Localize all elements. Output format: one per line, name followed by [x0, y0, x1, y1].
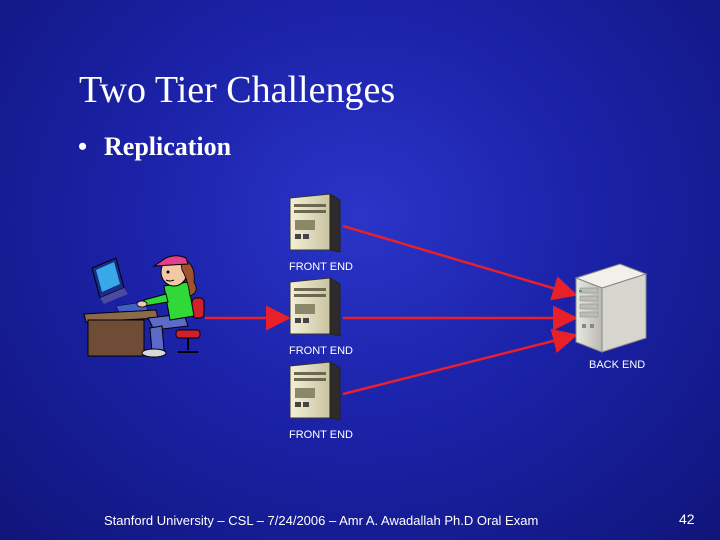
- bullet-text: Replication: [104, 132, 232, 161]
- front-end-label-2: FRONT END: [289, 345, 353, 357]
- back-end-label: BACK END: [589, 359, 646, 371]
- arrow-front-end-3-to-back-end: [342, 328, 578, 396]
- front-end-label-3: FRONT END: [289, 429, 353, 441]
- client-user-at-computer-icon: [83, 255, 205, 358]
- front-end-label-1: FRONT END: [289, 261, 353, 273]
- bullet-item: • Replication: [78, 132, 231, 162]
- slide-page-number: 42: [679, 511, 695, 527]
- slide-title: Two Tier Challenges: [79, 69, 396, 111]
- slide-footer: Stanford University – CSL – 7/24/2006 – …: [104, 513, 539, 528]
- replication-arrows: [205, 224, 578, 396]
- front-end-server-3-icon: [289, 361, 341, 421]
- arrow-front-end-1-to-back-end: [342, 224, 578, 301]
- back-end-server-icon: [574, 263, 648, 353]
- front-end-server-1-icon: [289, 193, 341, 253]
- bullet-icon: •: [78, 132, 88, 161]
- front-end-server-2-icon: [289, 277, 341, 337]
